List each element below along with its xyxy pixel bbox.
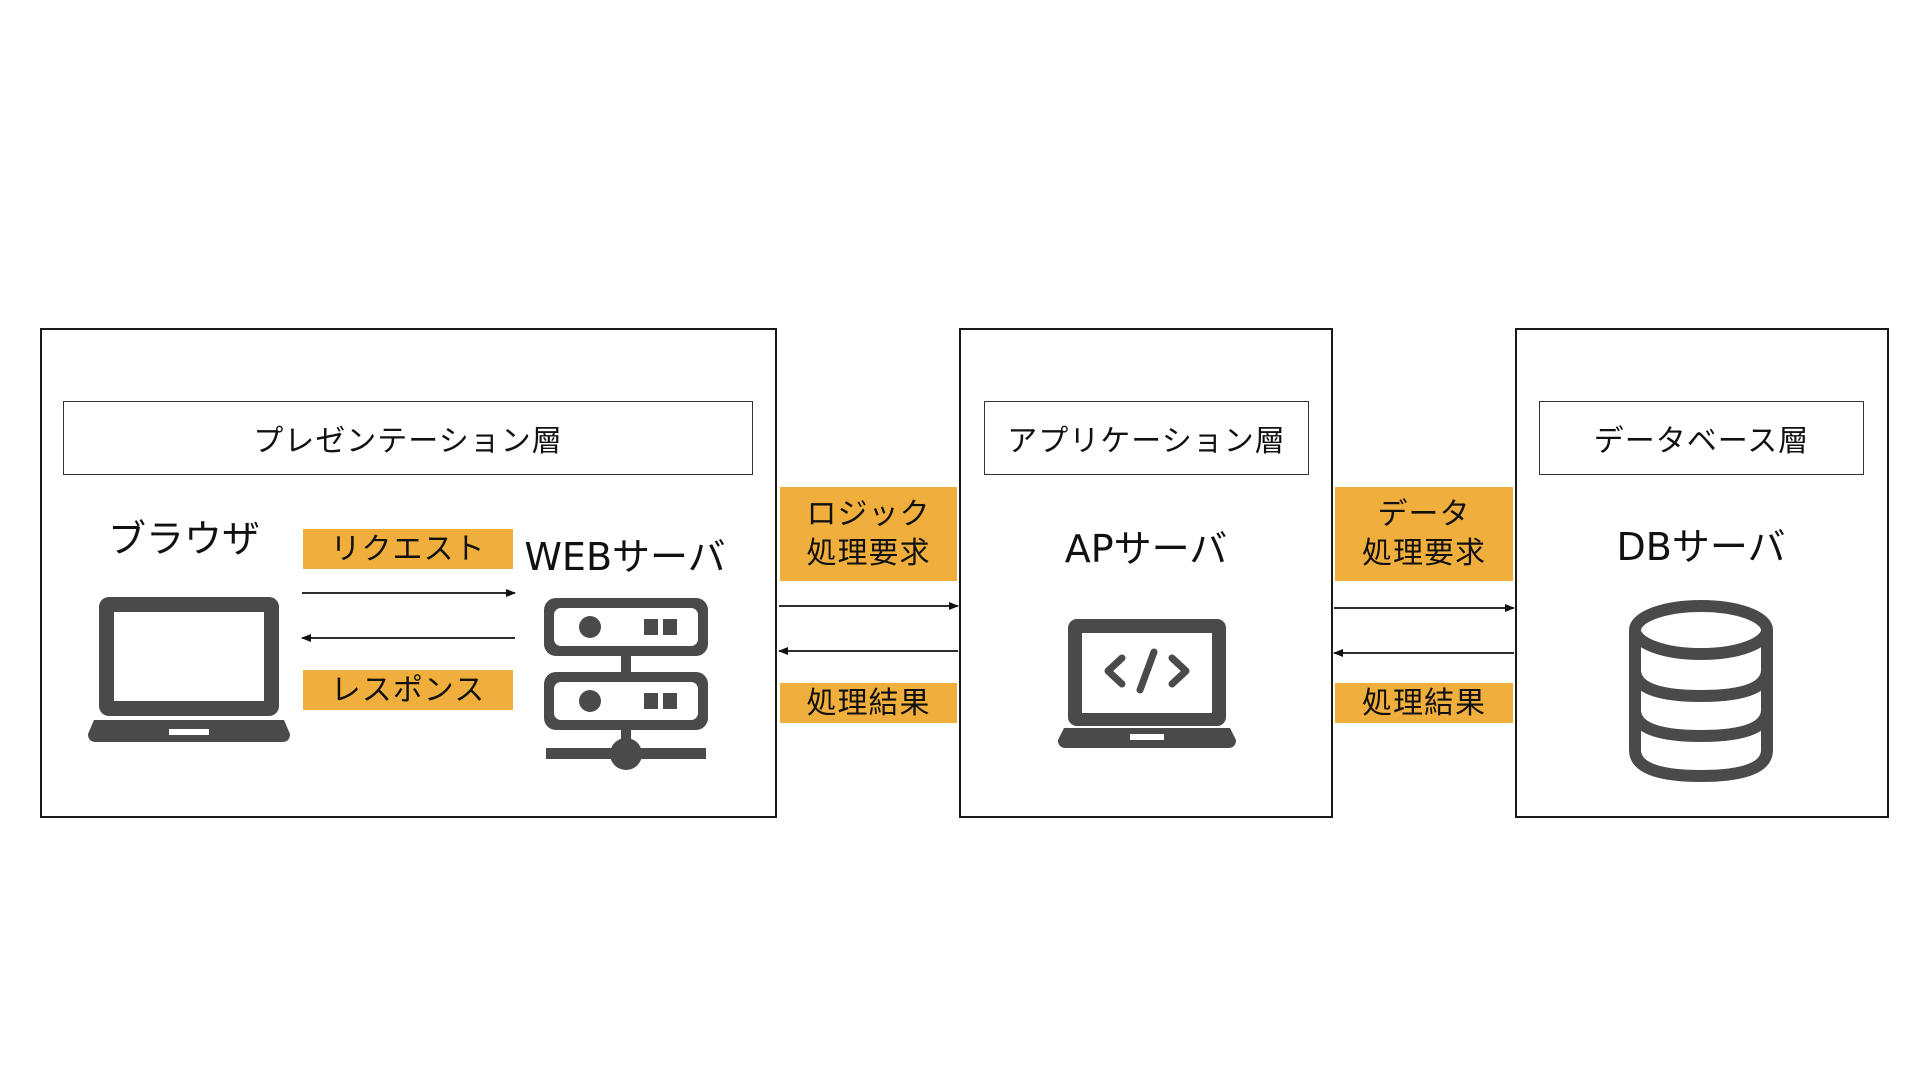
logic-request-tag-line2: 処理要求: [806, 536, 931, 571]
application-layer-title: アプリケーション層: [984, 401, 1309, 475]
response-tag-label: レスポンス: [330, 672, 486, 708]
ap-server-label: APサーバ: [1064, 527, 1228, 571]
data-request-tag: データ 処理要求: [1335, 487, 1513, 581]
web-server-label: WEBサーバ: [524, 535, 726, 579]
response-tag: レスポンス: [303, 670, 513, 710]
laptop-code-icon: [1058, 619, 1236, 748]
browser-label: ブラウザ: [107, 517, 261, 561]
request-tag-label: リクエスト: [330, 531, 486, 567]
database-layer-title: データベース層: [1539, 401, 1864, 475]
logic-request-tag-line1: ロジック: [806, 497, 931, 532]
logic-request-tag: ロジック 処理要求: [780, 487, 957, 581]
laptop-icon: [88, 597, 290, 742]
presentation-layer-title: プレゼンテーション層: [63, 401, 753, 475]
data-request-tag-line2: 処理要求: [1362, 536, 1486, 571]
db-server-label: DBサーバ: [1616, 525, 1786, 569]
data-result-tag-label: 処理結果: [1362, 685, 1486, 721]
logic-result-tag-label: 処理結果: [806, 685, 931, 721]
data-request-tag-line1: データ: [1377, 497, 1471, 532]
database-icon: [1629, 600, 1773, 783]
logic-result-tag: 処理結果: [780, 683, 957, 723]
server-stack-icon: [544, 598, 708, 770]
data-result-tag: 処理結果: [1335, 683, 1513, 723]
request-tag: リクエスト: [303, 529, 513, 569]
